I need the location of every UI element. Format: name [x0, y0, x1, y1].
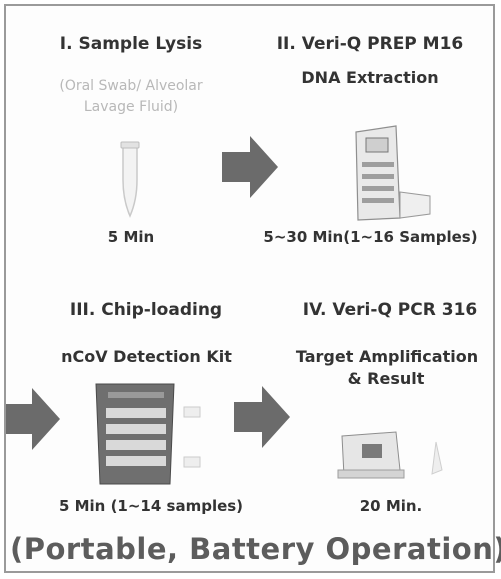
step3-time: 5 Min (1~14 samples)	[58, 497, 244, 515]
step1-subtitle-line2: Lavage Fluid)	[83, 99, 179, 115]
step2-subtitle: DNA Extraction	[301, 68, 439, 87]
step2-title: II. Veri-Q PREP M16	[276, 34, 464, 54]
step4-subtitle-line1: Target Amplification	[295, 347, 479, 366]
arrow-right-icon	[222, 136, 278, 198]
detection-chip-icon	[95, 383, 175, 485]
step4-subtitle-line2: & Result	[347, 369, 425, 388]
pcr-instrument-icon	[337, 431, 405, 479]
extraction-instrument-icon	[355, 125, 431, 221]
step1-time: 5 Min	[107, 228, 155, 246]
arrow-right-icon	[6, 388, 60, 450]
footer-caption: (Portable, Battery Operation)	[10, 532, 501, 566]
reagent-strip-icon	[183, 406, 201, 468]
sample-tube-icon	[431, 441, 443, 475]
step4-time: 20 Min.	[359, 497, 423, 515]
step3-title: III. Chip-loading	[69, 300, 223, 320]
diagram-frame	[4, 4, 495, 573]
step1-title: I. Sample Lysis	[59, 34, 203, 54]
step1-subtitle-line1: (Oral Swab/ Alveolar	[59, 78, 203, 94]
arrow-right-icon	[234, 386, 290, 448]
step3-subtitle: nCoV Detection Kit	[61, 347, 232, 366]
step4-title: IV. Veri-Q PCR 316	[302, 300, 478, 320]
step2-time: 5~30 Min(1~16 Samples)	[263, 228, 478, 246]
sample-tube-icon	[120, 141, 140, 218]
